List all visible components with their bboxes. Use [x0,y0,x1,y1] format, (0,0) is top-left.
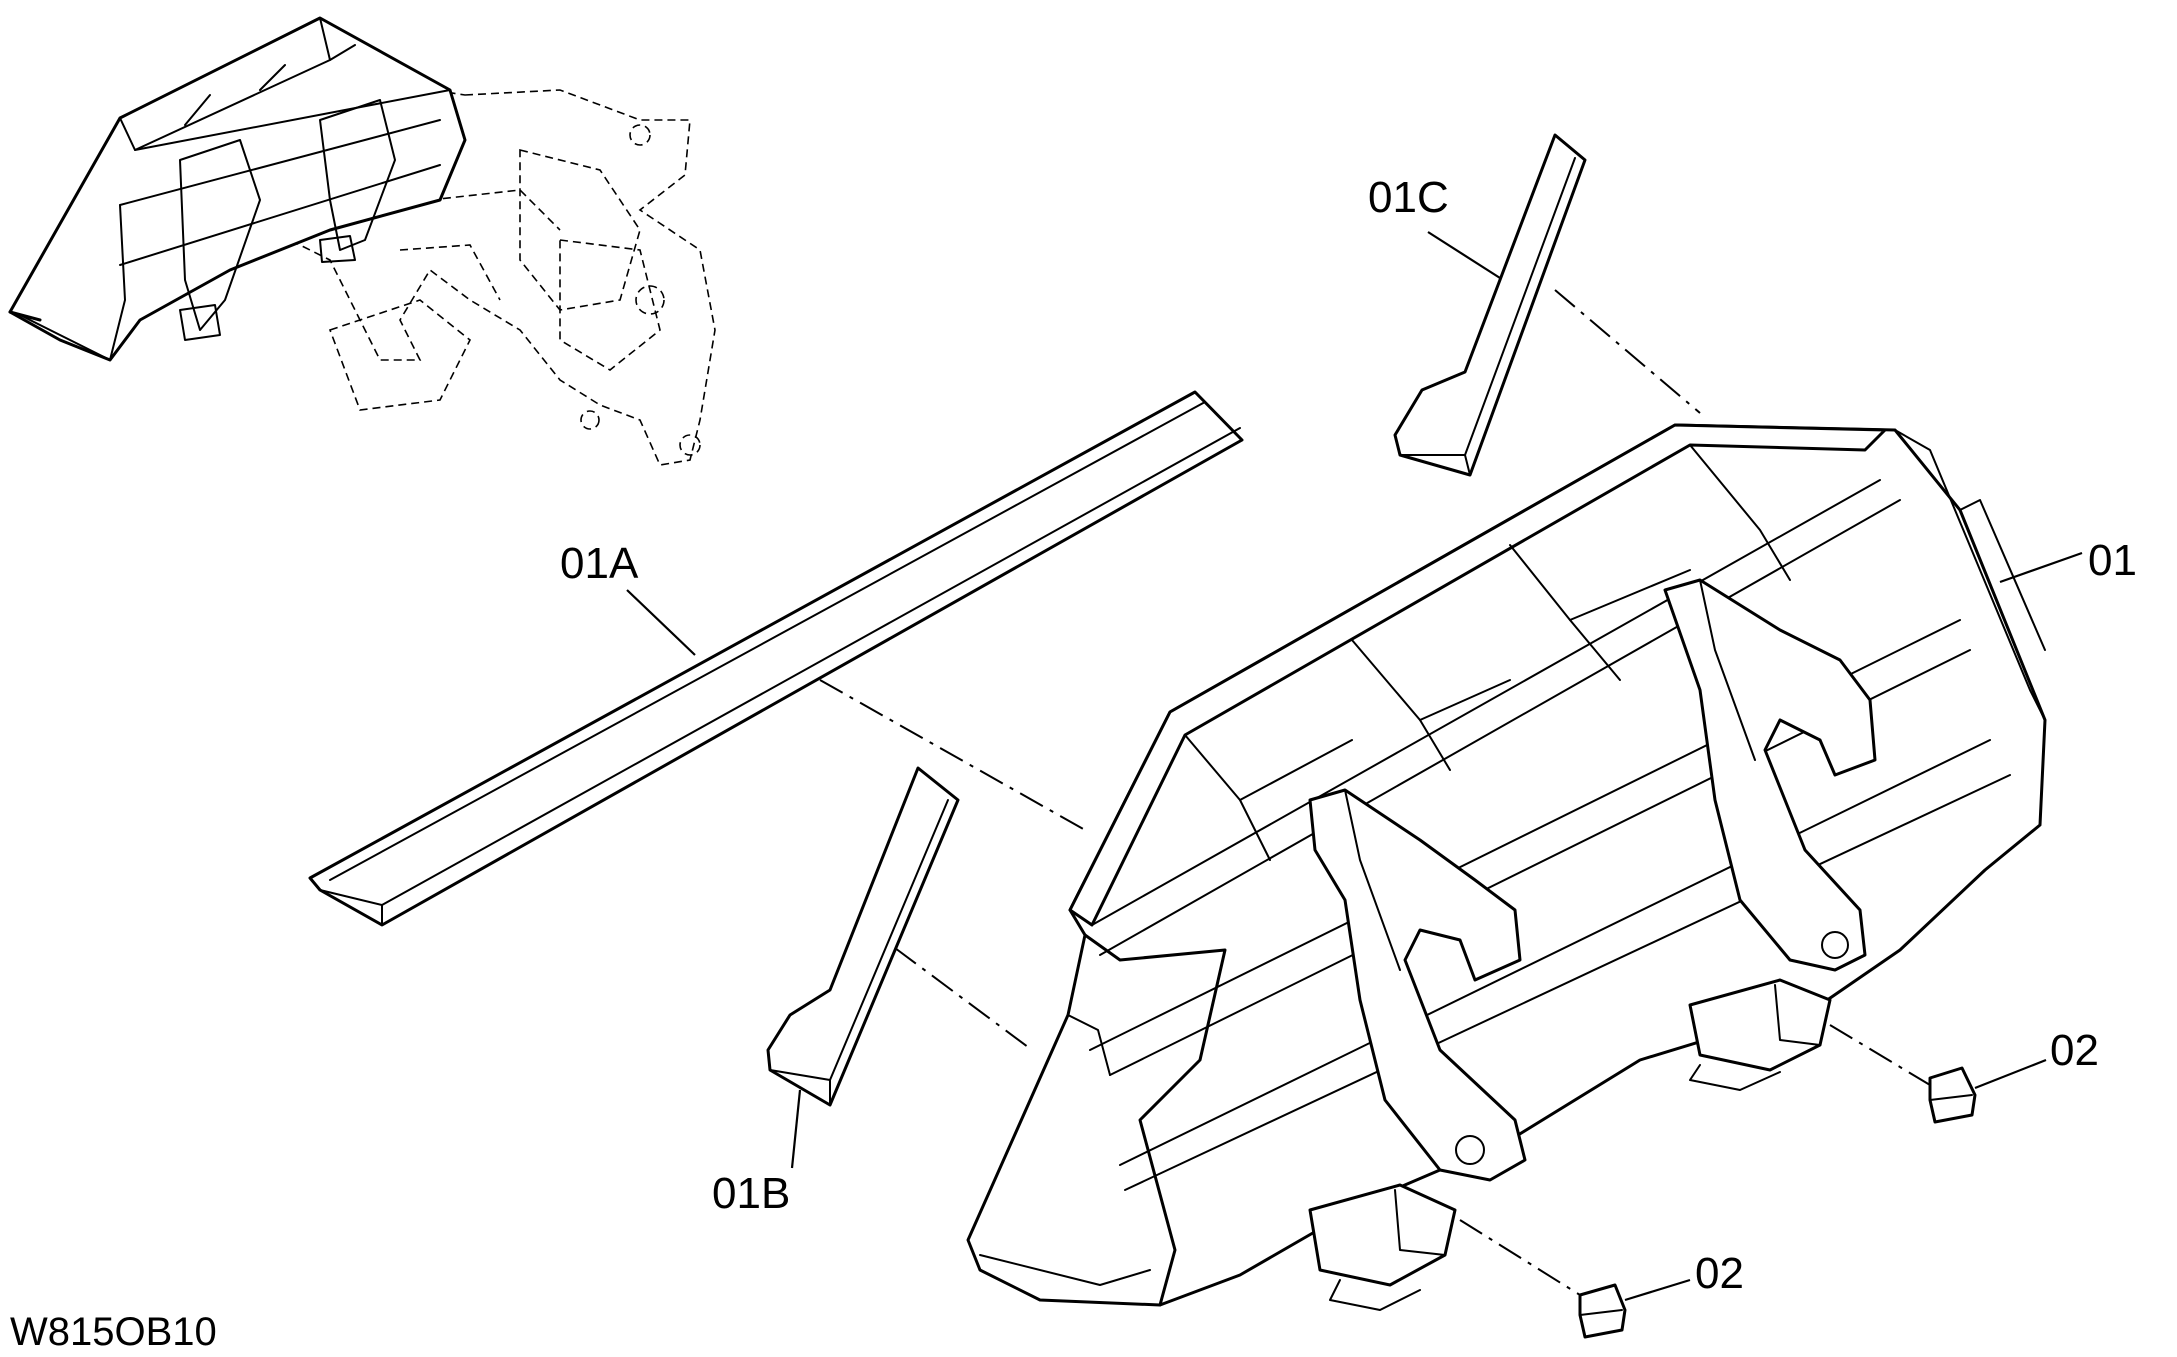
tooth-02-front-part [1578,1283,1627,1339]
side-cutter-01c [1393,133,1587,477]
assembly-centerlines [819,289,1931,1296]
cutting-edge-01a [308,390,1244,927]
callout-01c: 01C [1368,173,1449,222]
leader-lines [626,231,2083,1302]
callout-02-front: 02 [1695,1249,1744,1298]
tooth-02-rear-part [1928,1066,1977,1124]
bucket-01 [966,423,2047,1311]
inset-bucket [8,16,467,362]
drawing-code: W815OB10 [10,1310,217,1354]
callout-01: 01 [2088,536,2137,585]
location-inset [8,16,716,466]
side-cutter-01b [766,766,960,1107]
callout-01a: 01A [560,539,639,588]
callout-01b: 01B [712,1169,790,1218]
callout-02-rear: 02 [2050,1026,2099,1075]
